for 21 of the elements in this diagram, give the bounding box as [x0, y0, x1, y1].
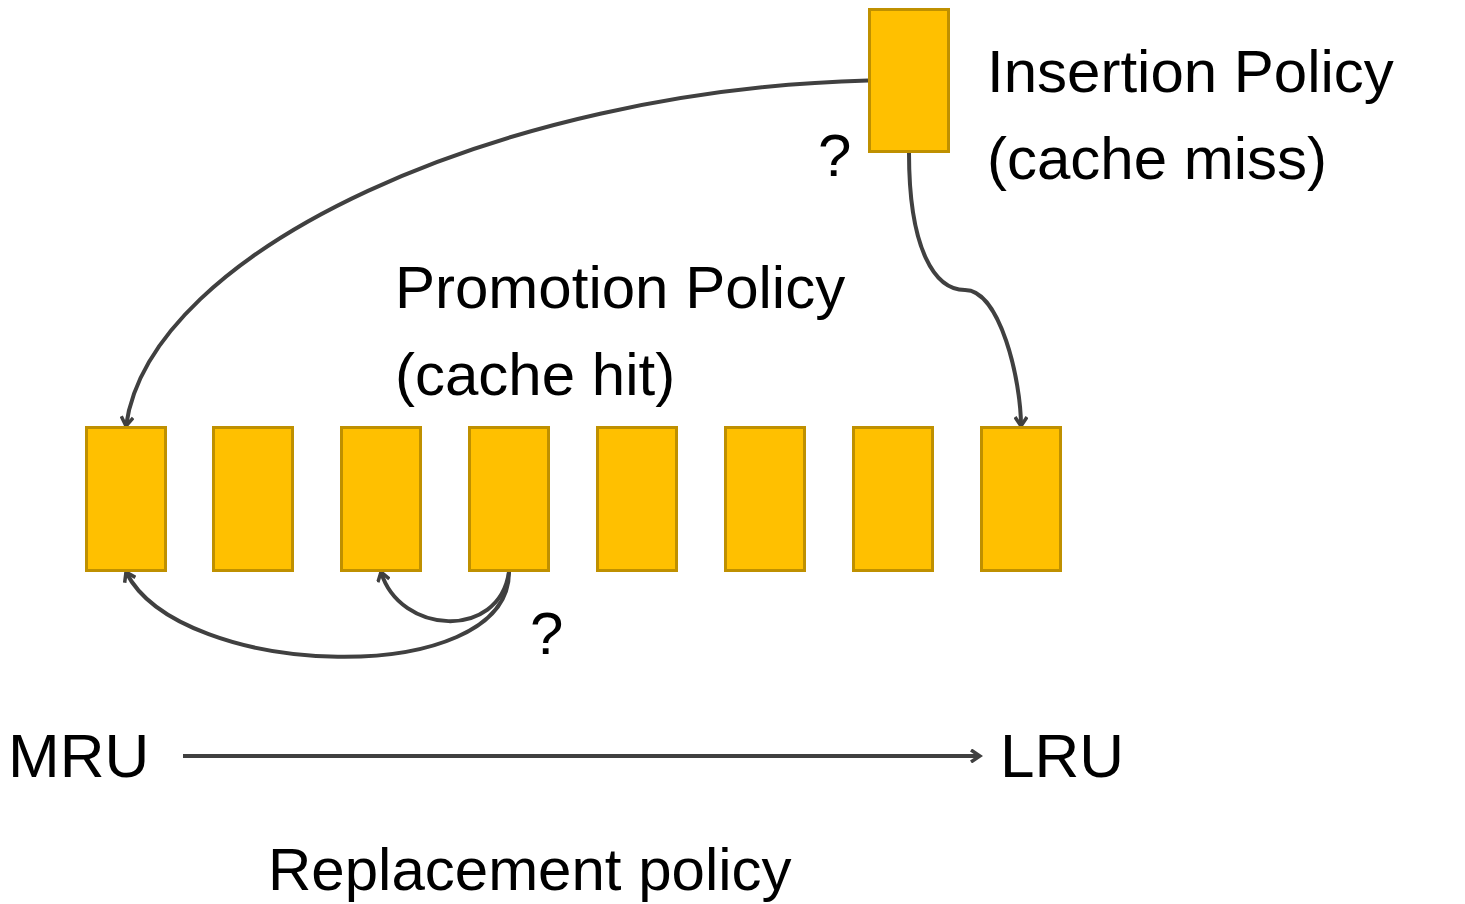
arrow [124, 570, 511, 659]
end-label: LRU [1000, 718, 1130, 794]
caption-text: Promotion Policy (cache hit) [395, 253, 847, 410]
arrow [183, 748, 982, 764]
arrow [121, 78, 869, 428]
end-label: MRU [8, 718, 168, 794]
arrow [907, 152, 1029, 428]
cache-block [868, 8, 950, 153]
caption-text: Replacement policy [268, 835, 793, 904]
arrow [377, 570, 511, 624]
cache-block [340, 426, 422, 572]
cache-block [468, 426, 550, 572]
cache-block [212, 426, 294, 572]
cache-block [852, 426, 934, 572]
policy-label: Insertion Policy (cache miss) [987, 37, 1395, 194]
cache-block [85, 426, 167, 572]
cache-block [980, 426, 1062, 572]
question-mark: ? [818, 121, 852, 191]
question-mark: ? [530, 599, 564, 669]
cache-block [724, 426, 806, 572]
cache-block [596, 426, 678, 572]
